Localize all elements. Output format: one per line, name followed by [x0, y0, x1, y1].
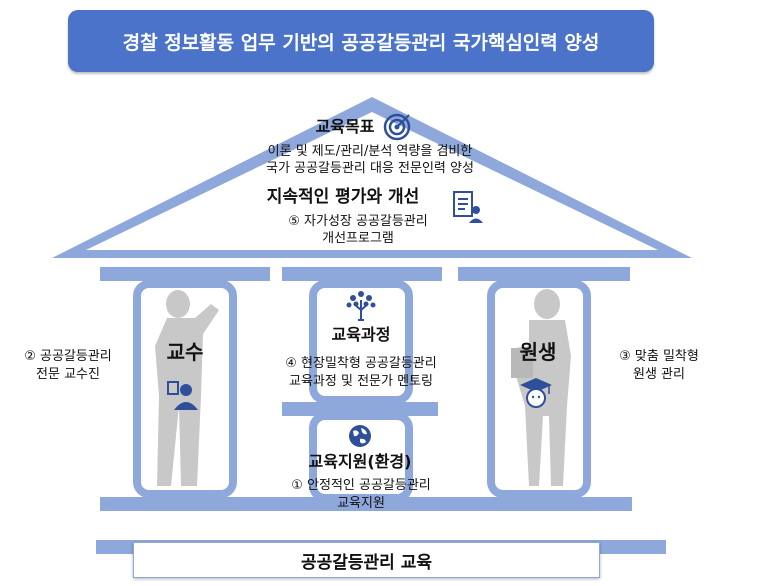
professor-label: 교수 [166, 340, 204, 364]
page-title: 경찰 정보활동 업무 기반의 공공갈등관리 국가핵심인력 양성 [122, 31, 600, 54]
center-capital [282, 267, 442, 281]
center-upper-pillar [309, 280, 413, 404]
support-line1: ① 안정적인 공공갈등관리 [291, 478, 431, 493]
base-label-box: 공공갈등관리 교육 [133, 542, 600, 578]
support-line2: 교육지원 [337, 496, 385, 511]
title-banner: 경찰 정보활동 업무 기반의 공공갈등관리 국가핵심인력 양성 [68, 10, 654, 72]
right-capital [458, 267, 630, 281]
left-capital [100, 267, 270, 281]
right-desc-line2: 원생 관리 [633, 367, 685, 382]
roof-inner [86, 112, 658, 250]
left-desc-line2: 전문 교수진 [36, 367, 100, 382]
graduate-icon [520, 378, 552, 408]
curriculum-line2: 교육과정 및 전문가 멘토링 [289, 374, 433, 389]
goal-line2: 국가 공공갈등관리 대응 전문인력 양성 [266, 161, 474, 176]
tree-icon [346, 291, 376, 321]
eval-title: 지속적인 평가와 개선 [266, 187, 420, 207]
eval-line2: 개선프로그램 [322, 231, 394, 246]
target-icon [383, 113, 411, 141]
student-label: 원생 [519, 340, 557, 364]
globe-icon [349, 425, 371, 447]
curriculum-label: 교육과정 [331, 325, 391, 344]
eval-line1: ⑤ 자가성장 공공갈등관리 [288, 214, 428, 229]
checklist-person-icon [453, 191, 483, 223]
right-desc-line1: ③ 맞춤 밀착형 [619, 349, 699, 364]
left-desc-line1: ② 공공갈등관리 [24, 349, 112, 364]
id-badge-person-icon [167, 381, 198, 410]
base-label: 공공갈등관리 교육 [300, 552, 433, 573]
plinth [100, 497, 632, 511]
goal-title: 교육목표 [315, 117, 375, 136]
goal-line1: 이론 및 제도/관리/분석 역량을 겸비한 [267, 144, 473, 159]
support-label: 교육지원(환경) [308, 452, 412, 471]
curriculum-line1: ④ 현장밀착형 공공갈등관리 [285, 356, 437, 371]
